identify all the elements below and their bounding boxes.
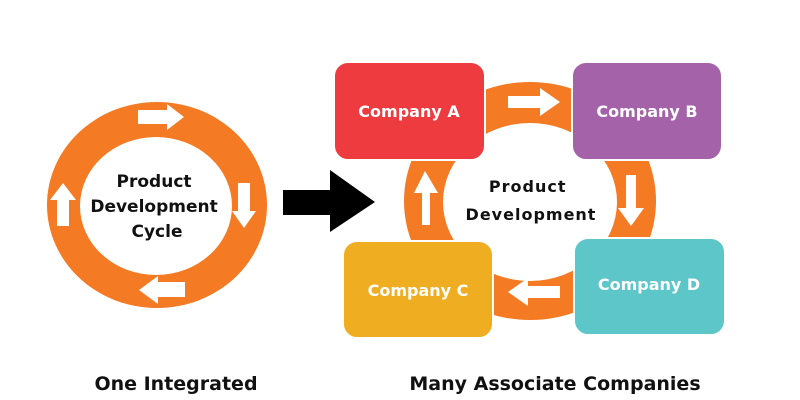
company-d-box[interactable]: Company D — [573, 237, 726, 336]
company-c-label: Company C — [368, 281, 469, 300]
arrow-left-icon — [139, 276, 185, 304]
cycle-ring — [46, 101, 267, 309]
arrow-up-icon — [414, 171, 438, 225]
arrow-right-icon — [508, 88, 560, 116]
company-d-label: Company D — [598, 275, 700, 294]
right-caption: Many Associate Companies — [409, 373, 700, 395]
cycle-title-line: Cycle — [132, 222, 183, 242]
arrow-down-icon — [232, 183, 256, 228]
company-a-label: Company A — [358, 102, 460, 121]
company-c-box[interactable]: Company C — [342, 240, 494, 339]
svg-text:Product Development: Product Development Cycle — [90, 172, 223, 242]
big-arrow-right-icon — [283, 170, 375, 232]
company-b-box[interactable]: Company B — [571, 61, 723, 161]
left-caption: One Integrated — [94, 373, 257, 395]
cycle-title-line: Product — [117, 172, 192, 192]
arrow-up-icon — [50, 183, 76, 226]
arrow-right-icon — [138, 104, 184, 130]
associate-cycle: Company A Company B Company C Company D … — [333, 61, 726, 339]
center-title-line: Development — [466, 205, 597, 224]
integrated-cycle: Product Development Cycle — [46, 101, 267, 309]
cycle-title-line: Development — [90, 197, 217, 217]
arrow-down-icon — [618, 175, 644, 226]
svg-text:Product Development: Product Development — [466, 177, 597, 224]
company-b-label: Company B — [596, 102, 697, 121]
arrow-left-icon — [508, 278, 560, 306]
company-a-box[interactable]: Company A — [333, 61, 486, 161]
center-title-line: Product — [489, 177, 567, 196]
